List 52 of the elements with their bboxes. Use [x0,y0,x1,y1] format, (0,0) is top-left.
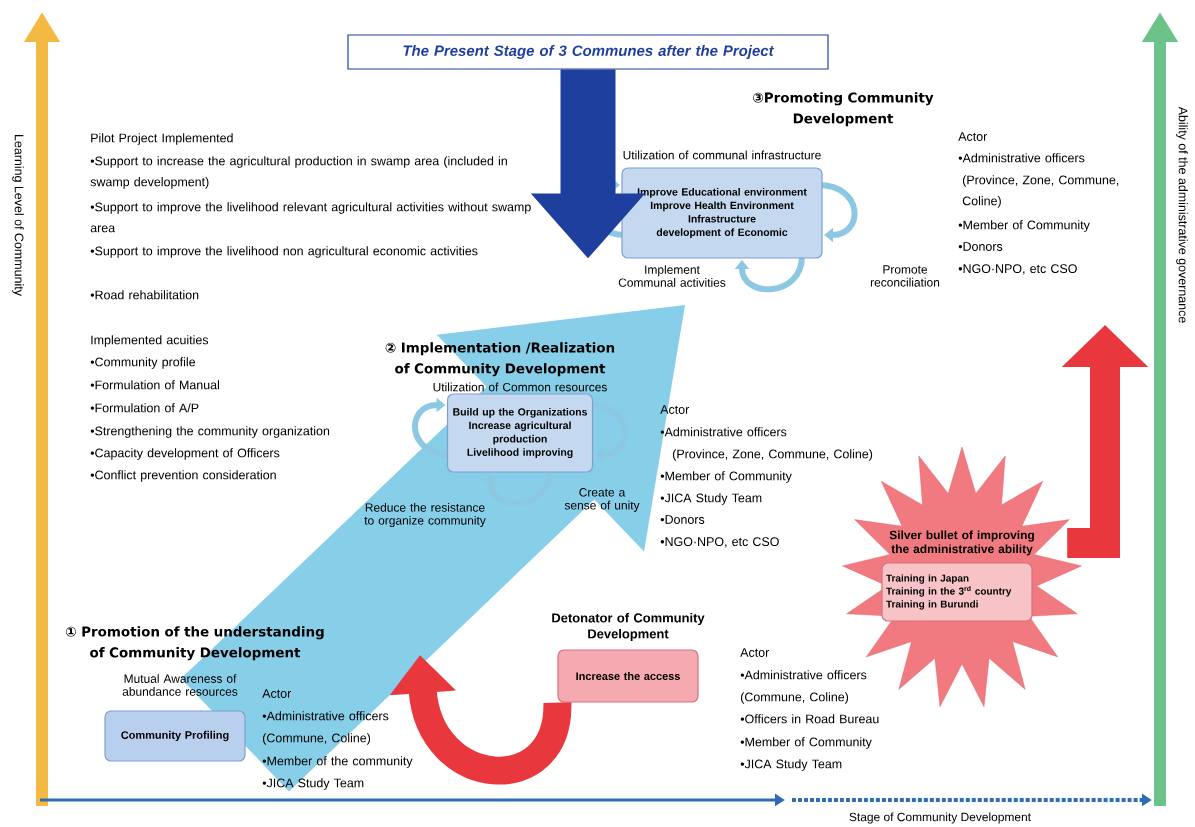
note-text: Promote reconciliation [870,265,940,287]
note-text: •Support to improve the livelihood non agricultural economic activities [90,246,478,258]
note-text: •Member of Community [660,471,792,483]
note-text: •Donors [958,242,1003,251]
note-text: •JICA Study Team [740,759,842,771]
note-text: •Administrative officers [958,153,1085,163]
note-text: Implemented acuities [91,335,209,347]
note-text: (Province, Zone, Commune, Coline) [962,175,1119,208]
training-box: Training in Japan Training in the 3$^{rd}$ country Training in Burundi [881,562,1033,622]
stage-heading: ② Implementation /Realization of Community Development [385,342,615,377]
note-text: •NGO·NPO, etc CSO [660,537,779,548]
note-text: •NGO·NPO, etc CSO [958,264,1077,275]
box-caption: Mutual Awareness of abundance resources [122,674,238,696]
note-text: •Conflict prevention consideration [90,470,276,482]
note-text: •Formulation of Manual [90,380,219,390]
note-text: Stage of Community Development [849,812,1031,824]
box-caption: Utilization of Common resources [433,382,607,392]
note-text: Pilot Project Implemented [91,133,233,145]
note-text: (Commune, Coline) [262,733,371,745]
note-text: Actor [262,689,292,698]
title-box: The Present Stage of 3 Communes after the Project [347,34,829,70]
note-text: •Formulation of A/P [90,403,199,413]
note-text: •Member of the community [262,756,413,768]
note-text: •JICA Study Team [262,778,364,790]
note-text: •Member of Community [958,220,1090,232]
note-text: Create a sense of unity [564,488,640,512]
process-box: Build up the Organizations Increase agricultural production Livelihood improving [446,393,594,473]
note-text: •Community profile [90,357,196,369]
note-text: •Support to increase the agricultural production in swamp area (included in swamp development) [90,156,507,189]
note-text: Actor [660,405,690,414]
note-text: •Administrative officers [262,711,389,721]
note-text: Actor [740,648,770,657]
note-text: •Strengthening the community organization [90,426,330,438]
note-text: •Officers in Road Bureau [740,714,879,724]
box-caption: Utilization of communal infrastructure [623,150,821,160]
axis-label: Ability of the administrative governance [1176,106,1188,323]
process-box: Community Profiling [104,710,246,762]
stage-heading: ① Promotion of the understanding of Community Development [66,626,324,661]
note-text: •Donors [660,515,705,524]
note-text: •Road rehabilitation [90,290,199,300]
axis-label: Learning Level of Community [12,135,24,296]
note-text: Actor [958,132,988,141]
note-text: Reduce the resistance to organize community [364,502,486,528]
note-text: •JICA Study Team [660,493,762,505]
note-text: •Support to improve the livelihood relevant agricultural activities without swamp area [90,202,531,233]
note-text: •Capacity development of Officers [90,448,280,460]
process-box: Improve Educational environment Improve Health Environment Infrastructure development of Economic [621,167,823,259]
note-text: •Administrative officers [660,427,787,437]
box-caption: Detonator of Community Development [552,613,705,641]
process-box: Increase the access [557,649,699,703]
note-text: •Member of Community [740,737,872,749]
stage-heading: ③Promoting Community Development [753,92,934,127]
